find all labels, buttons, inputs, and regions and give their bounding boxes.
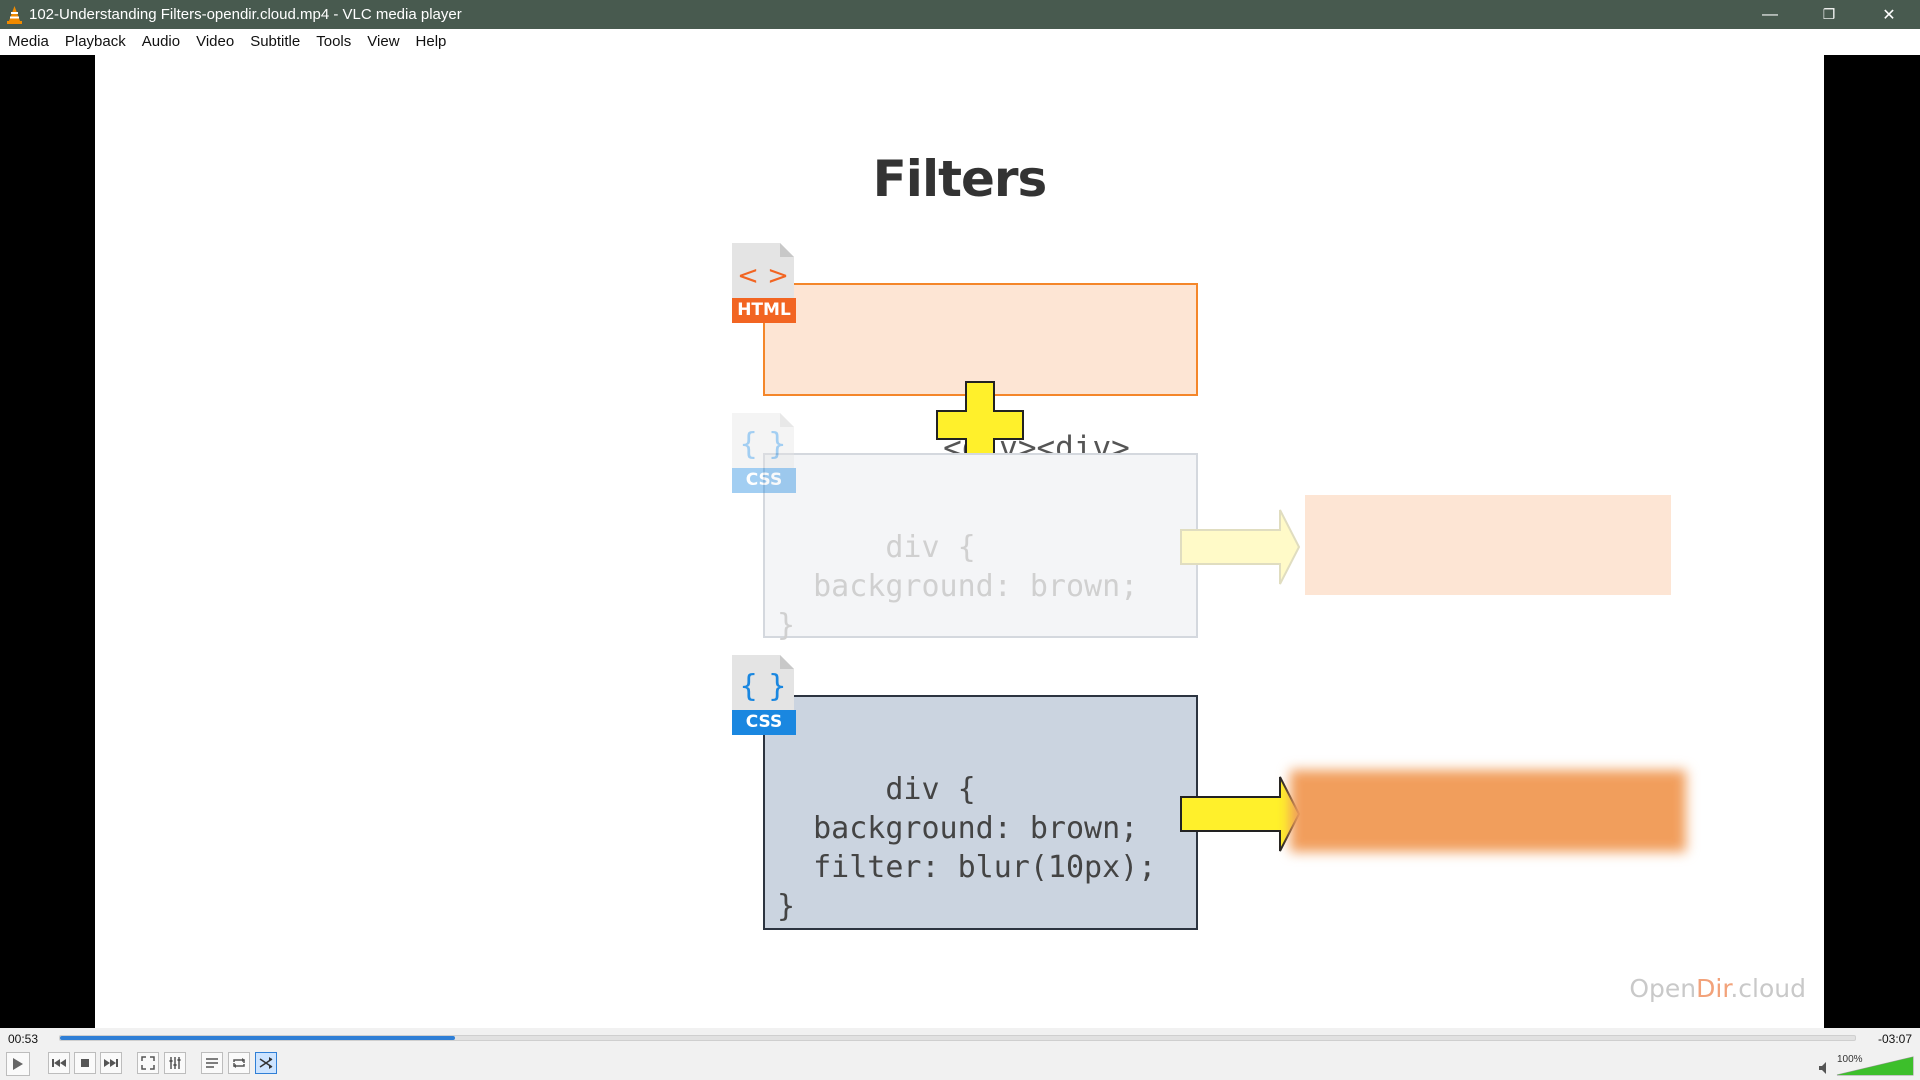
menu-help[interactable]: Help (415, 33, 447, 50)
curly-braces-icon: { } (739, 427, 787, 462)
css-file-icon: { } CSS (732, 655, 796, 735)
menu-playback[interactable]: Playback (64, 33, 126, 50)
remaining-time: -03:07 (1877, 1032, 1912, 1046)
faded-result-box (1305, 495, 1671, 595)
menu-tools[interactable]: Tools (316, 33, 352, 50)
volume-label: 100% (1837, 1054, 1863, 1065)
speaker-icon[interactable] (1818, 1061, 1832, 1075)
shuffle-icon (259, 1057, 273, 1069)
arrow-icon (1180, 776, 1300, 852)
css-faded-code-text: div { background: brown; } (777, 530, 1139, 643)
title-bar: 102-Understanding Filters-opendir.cloud.… (0, 0, 1920, 29)
previous-button[interactable] (48, 1052, 70, 1074)
css-tag-faded: CSS (732, 468, 796, 493)
playlist-button[interactable] (201, 1052, 223, 1074)
equalizer-icon (169, 1057, 181, 1069)
close-button[interactable]: ✕ (1882, 6, 1896, 24)
previous-icon (52, 1059, 66, 1067)
fullscreen-button[interactable] (137, 1052, 159, 1074)
html-file-icon: < > HTML (732, 243, 796, 323)
play-button[interactable] (6, 1052, 30, 1076)
video-area[interactable]: Filters <div><div> < > HTML div { backgr… (0, 55, 1920, 1028)
menu-bar: Media Playback Audio Video Subtitle Tool… (0, 29, 1920, 56)
watermark: OpenDir.cloud (1629, 974, 1806, 1003)
menu-view[interactable]: View (367, 33, 400, 50)
minimize-button[interactable]: — (1762, 5, 1778, 23)
stop-button[interactable] (74, 1052, 96, 1074)
vlc-cone-icon (7, 5, 22, 24)
play-icon (13, 1058, 23, 1070)
playlist-icon (206, 1058, 218, 1068)
volume-slider[interactable] (1836, 1056, 1914, 1076)
html-code-box: <div><div> (763, 283, 1198, 466)
slide-title: Filters (872, 150, 1048, 208)
curly-braces-icon: { } (739, 669, 787, 704)
stop-icon (81, 1059, 89, 1067)
fullscreen-icon (141, 1056, 155, 1070)
watermark-cloud: .cloud (1730, 974, 1806, 1003)
watermark-dir: Dir (1696, 974, 1731, 1003)
css-faded-code-box: div { background: brown; } (763, 453, 1198, 643)
html-tag: HTML (732, 298, 796, 323)
shuffle-button[interactable] (255, 1052, 277, 1074)
menu-subtitle[interactable]: Subtitle (250, 33, 301, 50)
menu-video[interactable]: Video (196, 33, 235, 50)
menu-audio[interactable]: Audio (141, 33, 181, 50)
next-icon (104, 1059, 118, 1067)
loop-icon (233, 1058, 245, 1068)
css-faded-file-icon: { } CSS (732, 413, 796, 493)
css-code-text: div { background: brown; filter: blur(10… (777, 772, 1157, 924)
next-button[interactable] (100, 1052, 122, 1074)
menu-media[interactable]: Media (8, 33, 49, 50)
css-tag: CSS (732, 710, 796, 735)
maximize-button[interactable]: ❐ (1822, 6, 1836, 22)
window-title: 102-Understanding Filters-opendir.cloud.… (29, 6, 462, 23)
extended-settings-button[interactable] (164, 1052, 186, 1074)
seek-bar[interactable] (59, 1035, 1856, 1041)
watermark-open: Open (1629, 974, 1697, 1003)
blurred-result-box (1290, 770, 1686, 852)
css-code-box: div { background: brown; filter: blur(10… (763, 695, 1198, 930)
loop-button[interactable] (228, 1052, 250, 1074)
faded-arrow-icon (1180, 509, 1300, 585)
elapsed-time: 00:53 (8, 1032, 39, 1046)
control-bar: 00:53 -03:07 100% (0, 1028, 1920, 1080)
code-brackets-icon: < > (737, 261, 789, 291)
seek-bar-progress (60, 1036, 455, 1040)
video-frame: Filters <div><div> < > HTML div { backgr… (95, 55, 1824, 1028)
